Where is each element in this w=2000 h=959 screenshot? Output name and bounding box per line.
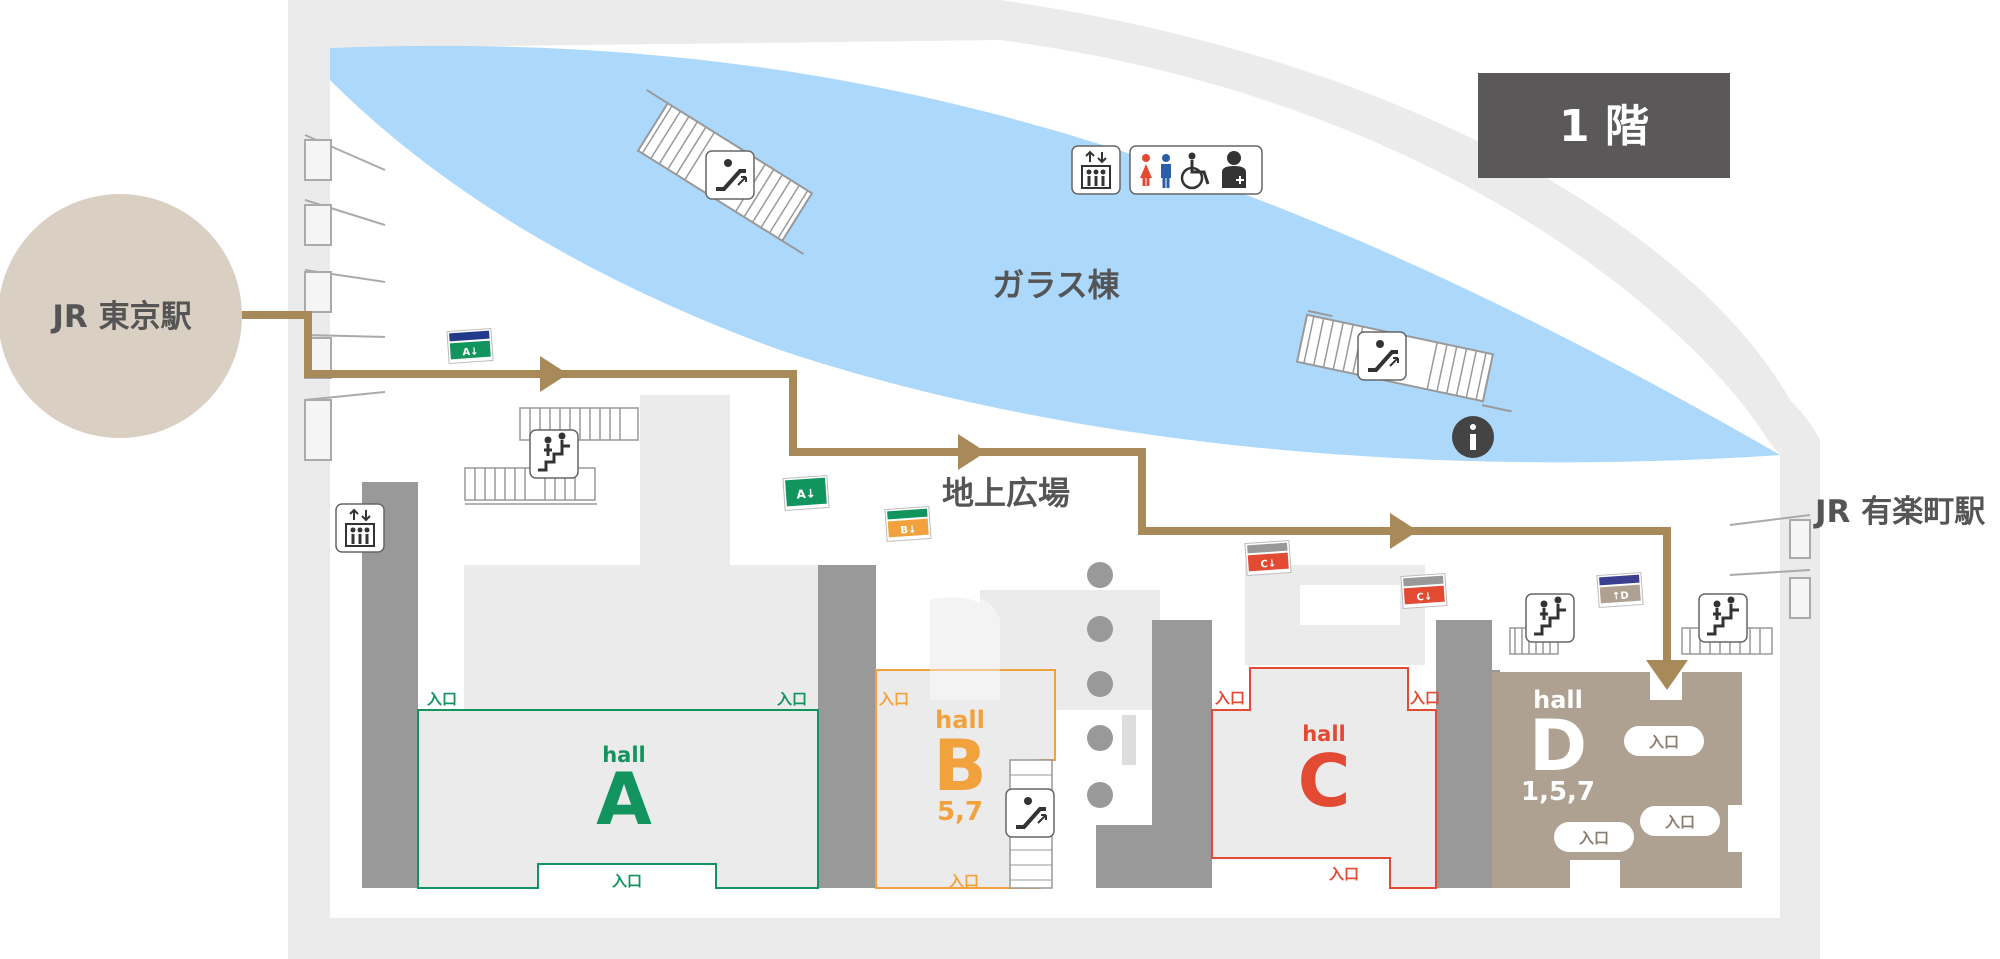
entrance-label: 入口 (777, 690, 807, 708)
entrance-label: 入口 (1329, 865, 1359, 883)
yurakucho-station-label: JR 有楽町駅 (1813, 494, 1985, 530)
direction-sign-c-1: C↓ (1244, 539, 1292, 577)
floor-badge: 1 階 (1559, 101, 1649, 152)
hall-a-letter: A (596, 757, 652, 841)
entrance-label: 入口 (879, 690, 909, 708)
entrance-label: 入口 (427, 690, 457, 708)
entrance-label: 入口 (1579, 829, 1609, 847)
walls (362, 482, 1500, 888)
hall-d-letter: D (1529, 705, 1587, 787)
glass-building-label: ガラス棟 (992, 266, 1120, 304)
floor-badge-bg (1478, 73, 1730, 178)
service-blocks (464, 395, 1425, 710)
svg-text:C↓: C↓ (1260, 558, 1276, 570)
escalator-icon[interactable] (1357, 331, 1407, 381)
svg-text:B↓: B↓ (900, 524, 917, 536)
hall-c-letter: C (1298, 739, 1351, 823)
escalator-icon[interactable] (1005, 788, 1055, 838)
elevator-icon[interactable] (1071, 145, 1121, 195)
elevator-icon[interactable] (335, 503, 385, 553)
hall-a-word: hall (602, 743, 646, 767)
direction-sign-b: B↓ (884, 505, 932, 543)
entrance-label: 入口 (1215, 689, 1245, 707)
entrance-label: 入口 (949, 872, 979, 890)
entrance-label: 入口 (612, 872, 642, 890)
restroom-icon[interactable] (1129, 145, 1263, 195)
hall-d-floors: 1,5,7 (1521, 777, 1595, 807)
stairs-icon[interactable] (1698, 593, 1748, 643)
hall-d-word: hall (1533, 686, 1583, 714)
direction-sign-a-2: A↓ (782, 474, 830, 512)
tokyo-station-circle (0, 194, 242, 438)
info-icon[interactable] (1452, 416, 1494, 458)
direction-sign-a-1: A↓ (446, 327, 494, 365)
direction-sign-c-2: C↓ (1400, 572, 1448, 610)
entrance-label: 入口 (1665, 813, 1695, 831)
direction-sign-d: ↑D (1596, 571, 1644, 609)
hall-b-word: hall (935, 706, 985, 734)
pillars (1087, 562, 1136, 808)
hall-c-outline (1211, 667, 1437, 889)
svg-text:↑D: ↑D (1612, 590, 1629, 602)
gates-right (1729, 514, 1811, 619)
svg-text:C↓: C↓ (1416, 591, 1432, 603)
route-path (240, 311, 1688, 690)
stairs-icon[interactable] (529, 429, 579, 479)
tokyo-station-label: JR 東京駅 (50, 299, 191, 335)
entrance-label: 入口 (1410, 689, 1440, 707)
hall-c-word: hall (1302, 722, 1346, 746)
stairs-icon[interactable] (1525, 593, 1575, 643)
ground-plaza-label: 地上広場 (942, 474, 1070, 512)
hall-a-outline (417, 709, 819, 889)
escalator-icon[interactable] (705, 150, 755, 200)
entrance-label: 入口 (1649, 733, 1679, 751)
svg-text:A↓: A↓ (462, 346, 479, 358)
svg-text:A↓: A↓ (796, 486, 816, 501)
hall-b-letter: B (933, 725, 986, 807)
hall-b-floors: 5,7 (937, 797, 983, 827)
